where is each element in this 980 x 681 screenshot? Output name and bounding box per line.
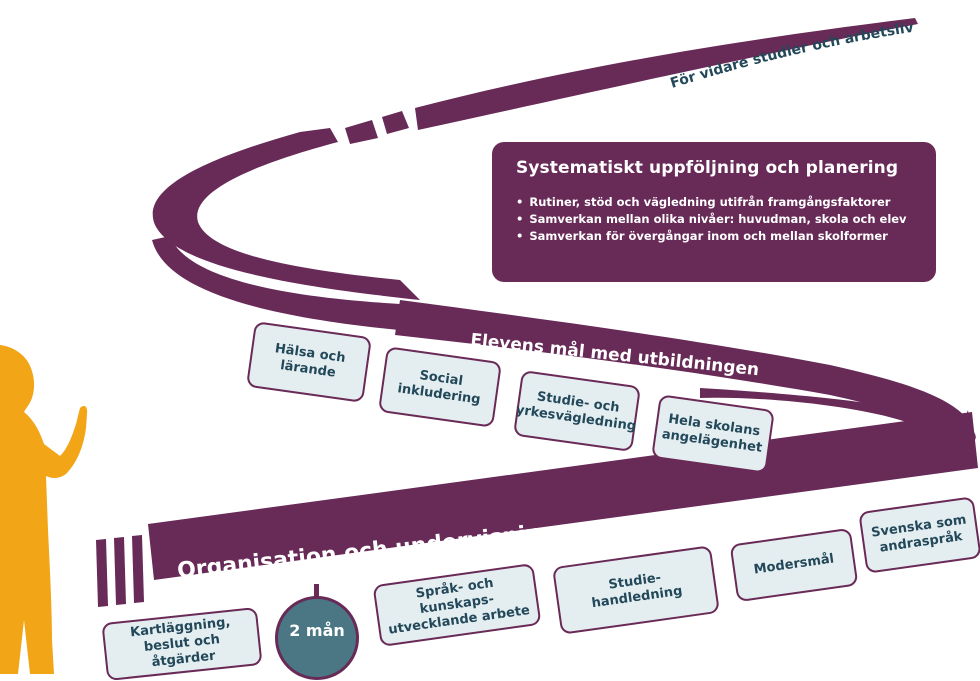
info-box-bullet: Rutiner, stöd och vägledning utifrån fra… [516, 194, 916, 211]
info-box-bullet: Samverkan för övergångar inom och mellan… [516, 228, 916, 245]
duration-label: 2 mån [289, 621, 345, 640]
box-label: Studie- handledning [590, 570, 684, 612]
box-label: Social inkludering [396, 368, 482, 408]
box-label: Språk- och kunskaps- utvecklande arbete [387, 575, 531, 638]
road-left-curve [152, 128, 420, 300]
info-box: Systematiskt uppföljning och planering R… [492, 142, 936, 282]
circle-connector [314, 584, 319, 598]
road-left-curve-fill [152, 236, 420, 332]
start-stripe [132, 535, 144, 603]
info-box-bullet: Samverkan mellan olika nivåer: huvudman,… [516, 211, 916, 228]
road-dash [382, 111, 409, 134]
start-stripe [96, 539, 108, 607]
road-top-segment [415, 18, 918, 130]
box-label: Hälsa och lärande [273, 341, 347, 381]
box-label: Modersmål [752, 551, 836, 578]
info-box-list: Rutiner, stöd och vägledning utifrån fra… [516, 194, 916, 245]
road-middle-segment [395, 300, 975, 448]
box-label: Hela skolans angelägenhet [660, 411, 764, 456]
info-box-title: Systematiskt uppföljning och planering [516, 158, 899, 178]
child-figure [0, 345, 88, 674]
start-stripe [114, 537, 126, 605]
box-label: Svenska som andraspråk [870, 512, 968, 556]
road-bottom-segment [148, 412, 978, 580]
box-label: Kartläggning, beslut och åtgärder [129, 614, 232, 671]
box-label: Studie- och yrkesvägledning [514, 389, 637, 435]
duration-circle: 2 mån [275, 596, 359, 680]
road-dash [345, 120, 378, 144]
